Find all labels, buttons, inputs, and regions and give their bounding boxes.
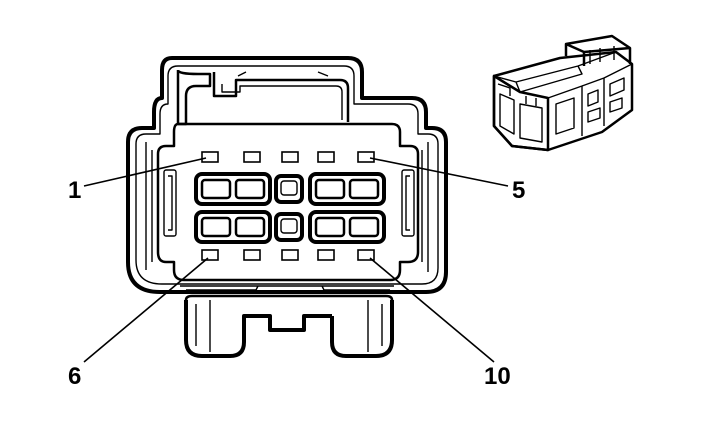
terminal-slot [280,218,298,234]
terminal-slot [234,216,266,238]
left-foot-detail [195,300,211,352]
latch-channel [212,72,350,122]
left-side-rail [145,142,153,270]
lower-terminal-row [194,210,386,244]
bottom-strip [180,285,394,291]
terminal-slot [314,216,346,238]
right-foot [330,300,394,358]
pin-cavity-3 [281,151,299,163]
upper-terminal-row [194,172,386,206]
pin-label-10: 10 [484,363,511,390]
terminal-block-lower-right [308,210,386,244]
right-lock-tab [405,175,410,231]
pin-cavity-10 [357,249,375,261]
terminal-slot [200,216,232,238]
thumbnail-side-lock [587,97,623,123]
pin-cavity-6 [201,249,219,261]
top-pin-row [201,151,375,163]
terminal-slot [234,178,266,200]
thumbnail-side-slots [555,77,625,135]
pin-label-6: 6 [68,363,81,390]
latch-detail [176,69,212,126]
pin-label-1: 1 [68,177,81,204]
leader-line-pin-10 [369,257,495,363]
pin-cavity-7 [243,249,261,261]
terminal-slot [348,178,380,200]
leader-line-pin-5 [369,157,509,187]
thumbnail-front-detail [497,83,537,106]
thumbnail-top-face [493,51,617,93]
thumbnail-side-face [547,63,633,136]
pin-cavity-1 [201,151,219,163]
right-foot-detail [367,300,383,352]
pin-labels: 1 5 6 10 [68,177,525,390]
connector-3d-thumbnail [492,34,634,152]
terminal-slot [348,216,380,238]
pin-cavity-9 [317,249,335,261]
terminal-block-lower-center [274,212,304,242]
terminal-block-upper-center [274,174,304,204]
pin-cavity-2 [243,151,261,163]
right-side-rail [421,142,429,272]
bottom-pin-row [201,249,375,261]
thumbnail-front-face [492,74,550,152]
pin-cavity-4 [317,151,335,163]
cavity-area [156,122,420,282]
terminal-block-lower-left [194,210,272,244]
leader-lines [83,157,509,363]
terminal-slot [280,180,298,196]
right-lock-window [401,169,415,237]
thumbnail-back-block [564,34,632,66]
leader-line-pin-1 [83,157,207,187]
connector-housing-outline [126,56,448,294]
connector-face [126,56,448,358]
left-lock-tab [168,175,173,231]
foot-connector [184,294,394,301]
terminal-slot [314,178,346,200]
thumbnail-front-opening [499,93,543,143]
thumbnail-back-ribs [589,46,615,64]
terminal-slot [200,178,232,200]
left-foot [184,300,332,358]
terminal-block-upper-right [308,172,386,206]
latch-top-rail [237,71,329,77]
left-lock-window [163,169,177,237]
terminal-block-upper-left [194,172,272,206]
pin-cavity-8 [281,249,299,261]
latch-channel-inner [221,84,343,120]
pin-label-5: 5 [512,177,525,204]
pin-cavity-5 [357,151,375,163]
leader-line-pin-6 [83,257,209,363]
connector-housing-inner [135,65,439,285]
